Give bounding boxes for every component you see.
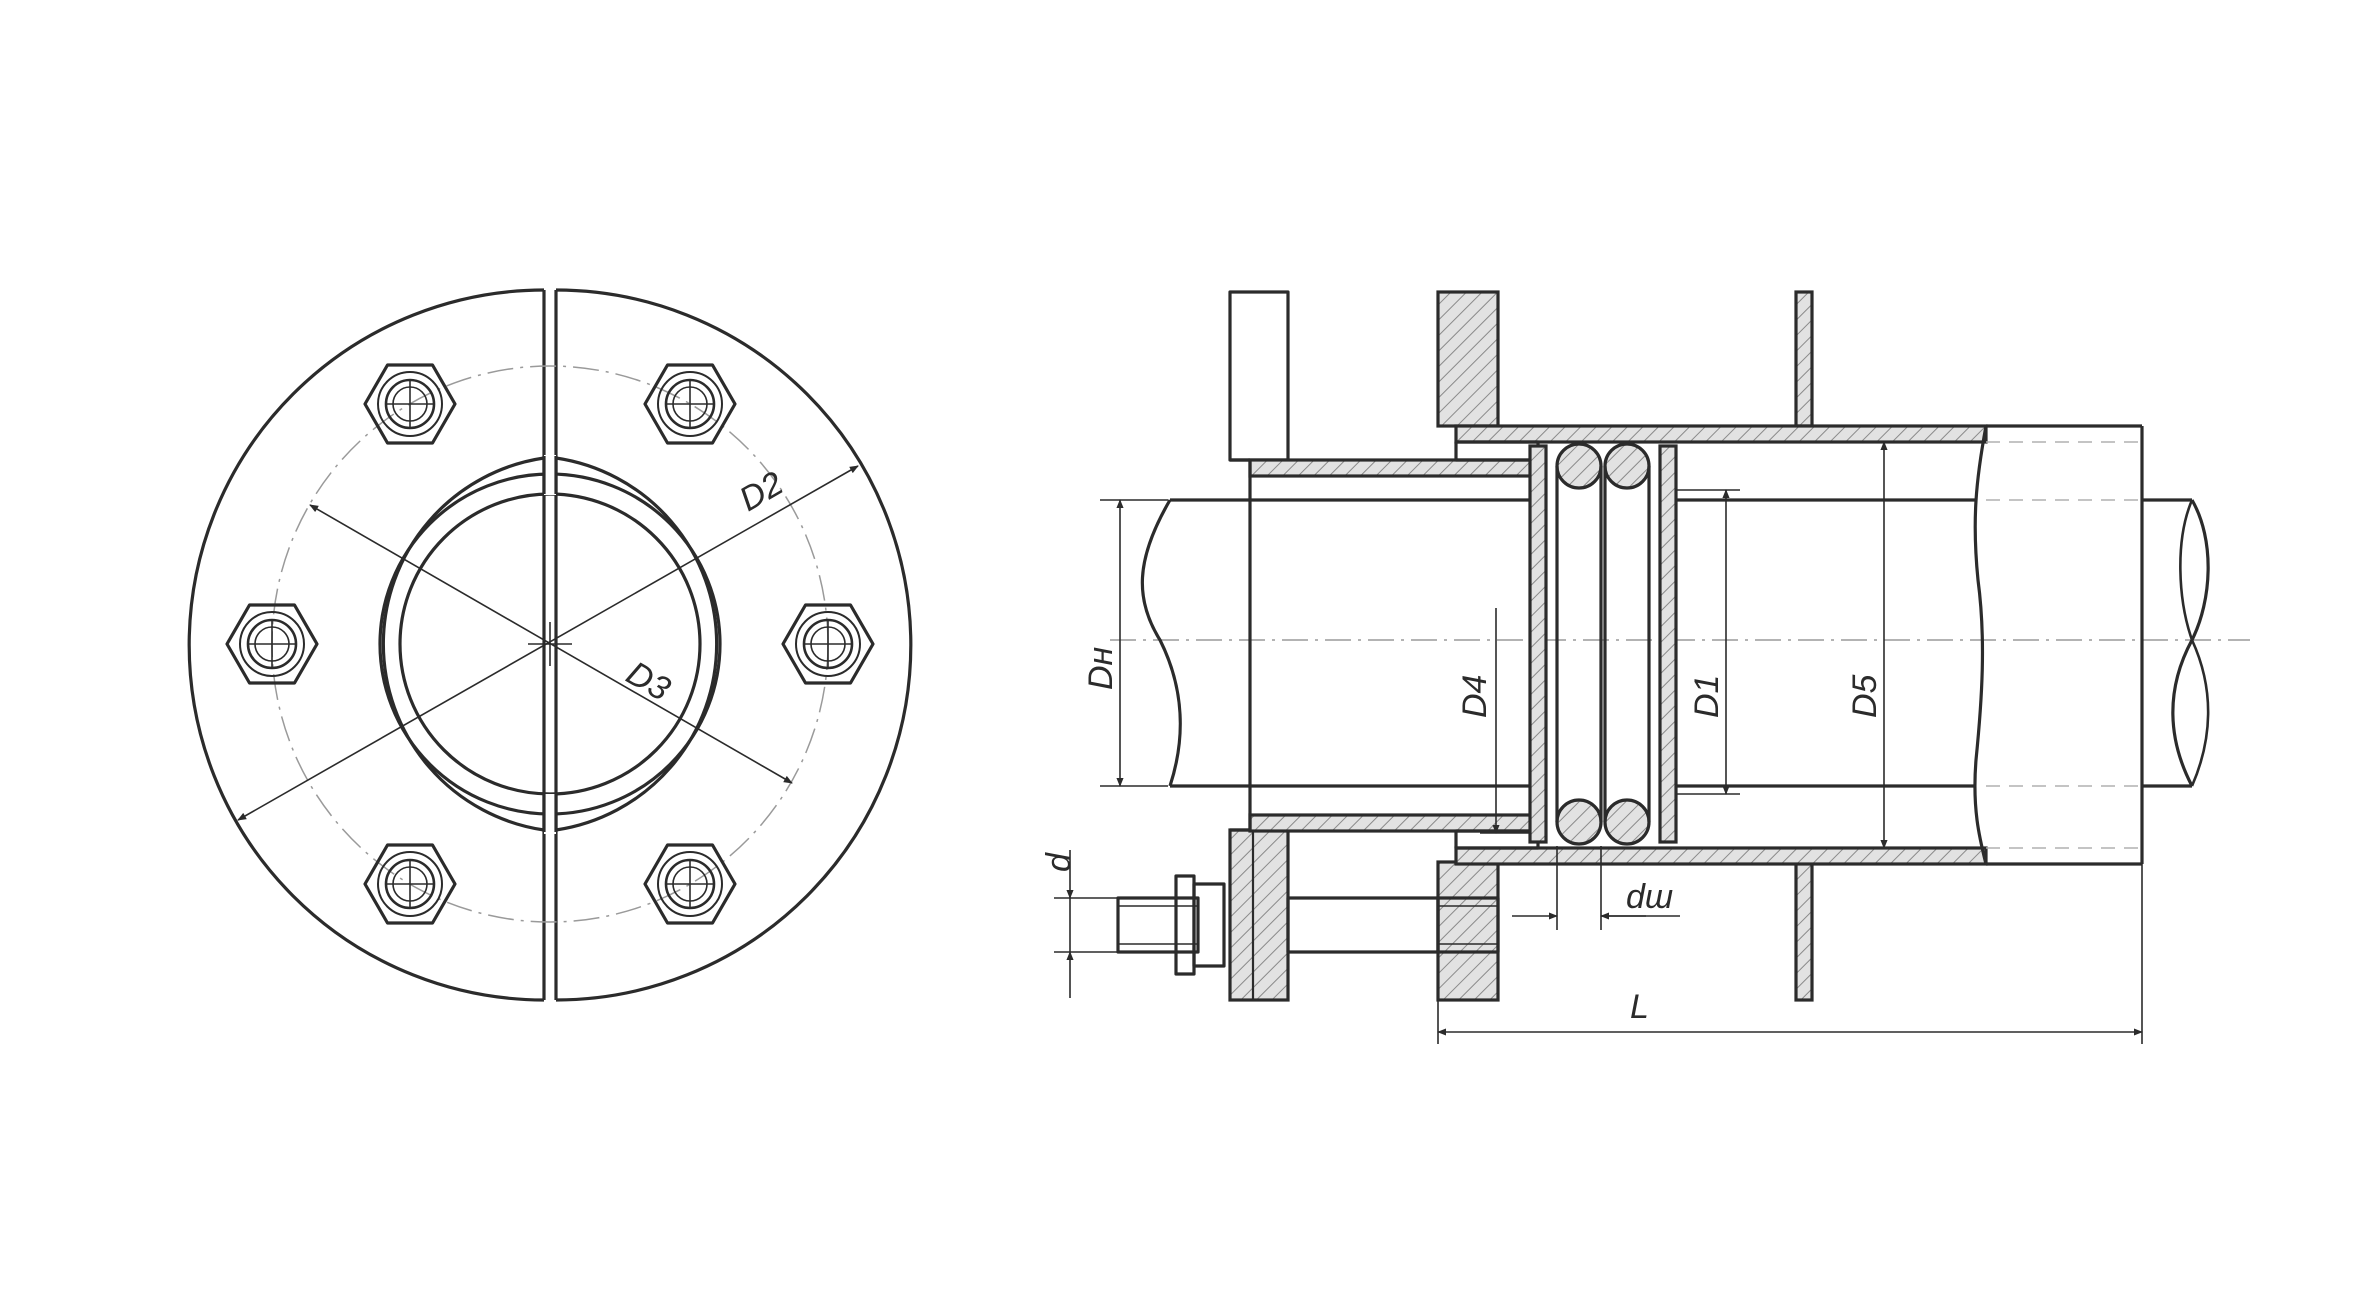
hub-left	[381, 456, 545, 832]
bolt	[1116, 874, 1500, 976]
d-label: d	[1040, 852, 1078, 872]
front-view: D2 D3	[187, 288, 913, 1002]
flange-right-half	[555, 288, 913, 1002]
d3-dimension-line	[309, 504, 793, 784]
case-wall-top	[1454, 424, 1988, 444]
middle-flange-bottom	[1436, 860, 1500, 1002]
break-line	[1973, 425, 1988, 865]
nut-icon	[643, 843, 737, 925]
press-ring-left	[1528, 444, 1548, 844]
d4-label: D4	[1456, 675, 1494, 718]
press-ring-right	[1658, 444, 1678, 844]
d5-label: D5	[1846, 674, 1884, 718]
right-plate-bottom	[1794, 860, 1814, 1002]
nut-icon	[643, 363, 737, 445]
pipe-break-left	[1140, 499, 1182, 787]
nut-icon	[363, 843, 457, 925]
flange-left-half	[187, 288, 545, 1002]
sleeve-wall-bottom	[1248, 813, 1540, 833]
nut-icon	[363, 363, 457, 445]
dh-label: Dн	[1082, 646, 1120, 690]
sleeve-wall-top	[1248, 458, 1540, 478]
left-flange-top	[1228, 290, 1290, 462]
right-plate-top	[1794, 290, 1814, 428]
d3-label: D3	[620, 654, 677, 709]
d1-label: D1	[1688, 675, 1726, 718]
nut-icon	[225, 603, 319, 685]
section-view: Dн D4 D1 D5 d dш L	[1040, 290, 2250, 1044]
nut-icon	[781, 603, 875, 685]
l-label: L	[1630, 988, 1649, 1026]
middle-flange-top	[1436, 290, 1500, 428]
case-wall-bottom	[1454, 846, 1988, 866]
dsh-label: dш	[1626, 878, 1673, 916]
left-flange-bottom	[1228, 828, 1290, 1002]
sealing-cords	[1555, 442, 1651, 846]
hub-right	[555, 456, 719, 832]
